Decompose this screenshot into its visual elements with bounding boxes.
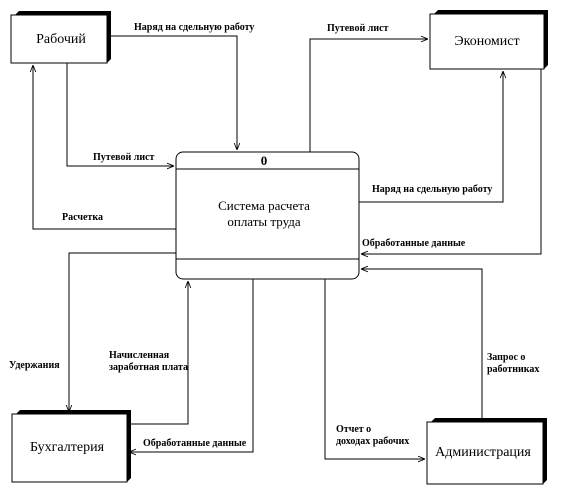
flow-waybill-worker: Путевой лист: [66, 63, 174, 166]
entity-administration: Администрация: [426, 418, 547, 485]
flow-income-report: Отчет о доходах рабочих: [324, 279, 425, 459]
flow-request-line2: работниках: [487, 364, 539, 375]
flow-waybill-top-label: Путевой лист: [327, 23, 389, 34]
flow-work-order-economist-label: Наряд на сдельную работу: [372, 184, 492, 195]
process-0: 0 Система расчета оплаты труда: [175, 151, 360, 280]
flow-waybill-top: Путевой лист: [309, 23, 428, 152]
flow-processed-data-accounting: Обработанные данные: [129, 279, 254, 452]
flow-payslip: Расчетка: [33, 65, 176, 230]
flow-request-line1: Запрос о: [487, 352, 525, 363]
entity-accounting: Бухгалтерия: [11, 410, 131, 483]
entity-accounting-label: Бухгалтерия: [30, 440, 105, 455]
flow-report-line1: Отчет о: [336, 424, 371, 435]
flow-work-order-worker: Наряд на сдельную работу: [111, 22, 254, 150]
entity-economist-label: Экономист: [454, 34, 519, 49]
entity-worker: Рабочий: [10, 11, 111, 64]
flow-deductions-label: Удержания: [9, 360, 60, 371]
flow-processed-data-economist-label: Обработанные данные: [362, 238, 466, 249]
flow-deductions: Удержания: [9, 252, 176, 412]
flow-accrued-line2: заработная плата: [109, 362, 188, 373]
flow-payslip-label: Расчетка: [62, 212, 103, 223]
flow-workers-request: Запрос о работниках: [361, 269, 539, 418]
flow-accrued-line1: Начисленная: [109, 350, 170, 361]
flow-waybill-worker-label: Путевой лист: [93, 152, 155, 163]
entity-worker-label: Рабочий: [36, 32, 86, 47]
flow-work-order-worker-label: Наряд на сдельную работу: [134, 22, 254, 33]
entity-administration-label: Администрация: [435, 445, 531, 460]
flow-processed-data-economist: Обработанные данные: [361, 69, 542, 254]
flow-processed-data-accounting-label: Обработанные данные: [143, 438, 247, 449]
process-number: 0: [261, 153, 268, 168]
entity-economist: Экономист: [429, 10, 548, 70]
flow-accrued-salary: Начисленная заработная плата: [109, 281, 188, 425]
flow-work-order-economist: Наряд на сдельную работу: [359, 71, 503, 203]
process-title-line2: оплаты труда: [227, 214, 301, 229]
flow-report-line2: доходах рабочих: [336, 436, 409, 447]
process-title-line1: Система расчета: [218, 198, 310, 213]
